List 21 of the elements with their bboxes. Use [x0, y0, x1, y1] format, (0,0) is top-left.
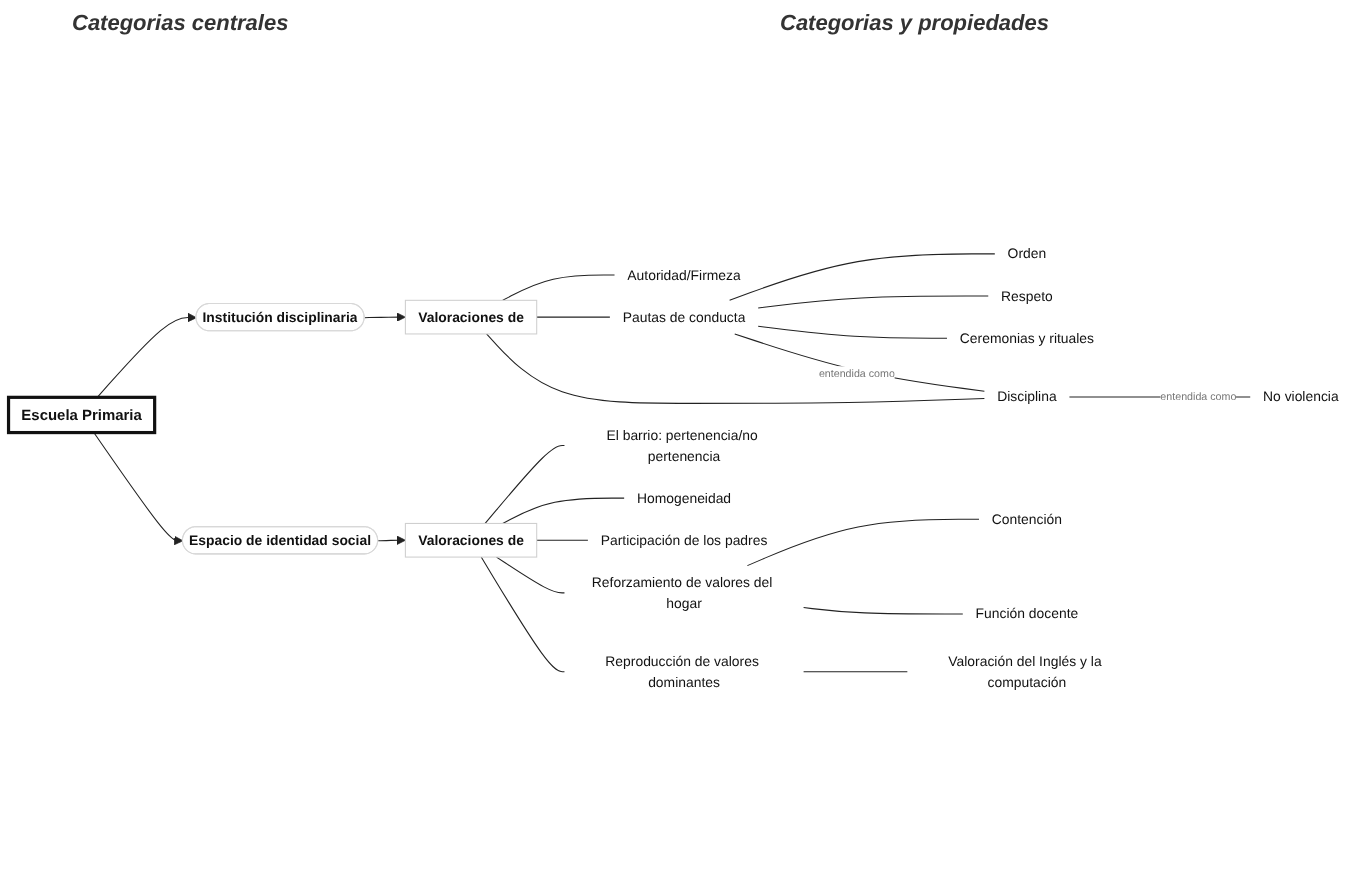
arrow — [364, 312, 406, 322]
connector — [729, 253, 996, 301]
connector — [502, 497, 625, 524]
connector — [484, 444, 565, 524]
connector — [480, 556, 565, 673]
connector — [536, 316, 611, 318]
arrow — [377, 535, 406, 545]
arrow — [96, 312, 197, 398]
connector — [757, 295, 989, 309]
connector — [757, 325, 948, 339]
connector — [734, 333, 985, 392]
connector — [486, 333, 985, 404]
connector — [502, 274, 616, 301]
connector — [536, 539, 589, 541]
connector — [803, 607, 964, 615]
column-heading: Categorias centrales — [72, 12, 289, 36]
connector — [495, 556, 565, 594]
column-heading: Categorias y propiedades — [780, 12, 1049, 36]
connector — [746, 518, 980, 567]
connector — [803, 671, 908, 673]
arrow — [93, 432, 184, 546]
